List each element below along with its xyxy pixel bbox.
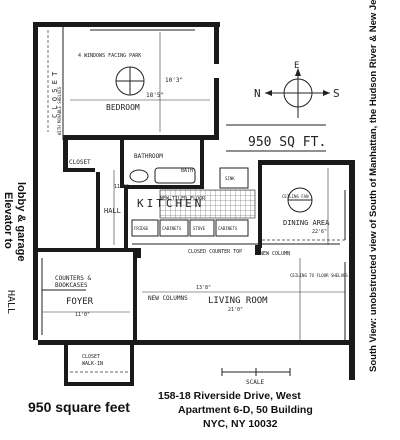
small-closet-west-wall xyxy=(63,140,68,172)
living-room-room xyxy=(137,245,346,345)
dining-north-wall xyxy=(262,160,354,165)
kitchen-west-wall xyxy=(124,189,128,249)
address-line-3: NYC, NY 10032 xyxy=(203,418,278,430)
column-2 xyxy=(255,245,261,255)
bedroom-north-wall xyxy=(33,22,220,27)
bedroom-dim-v: 10'3" xyxy=(165,77,183,84)
walk-in-closet-label: CLOSET xyxy=(82,354,100,360)
elevator-label-line1: Elevator to xyxy=(2,192,14,249)
bath-label: BATH xyxy=(181,168,193,174)
kitchen-east-wall xyxy=(258,160,262,248)
bookcases-label: BOOKCASES xyxy=(55,282,88,289)
kitchen-label: KITCHEN xyxy=(137,197,204,210)
bedroom-dim-h: 18'5" xyxy=(146,92,164,99)
cabinets-box-2 xyxy=(215,219,249,237)
bathroom-east-wall xyxy=(200,140,204,188)
bathtub-icon xyxy=(154,167,196,184)
hall-outer-label: HALL xyxy=(5,290,16,314)
toilet-icon xyxy=(129,169,149,183)
foyer-dim: 11'0" xyxy=(75,312,90,318)
living-dim-h: 21'0" xyxy=(228,307,243,313)
bedroom-south-wall xyxy=(63,135,219,140)
small-closet-south-wall xyxy=(63,168,95,172)
cabinets-box-1 xyxy=(159,219,189,237)
bedroom-east-wall-lower xyxy=(214,78,219,140)
south-wall xyxy=(38,340,354,345)
shelves-note: CEILING TO FLOOR SHELVES xyxy=(290,273,348,278)
foyer-north-wall xyxy=(38,248,136,252)
bedroom-east-wall-upper xyxy=(214,22,219,64)
foyer-east-wall xyxy=(133,248,137,343)
dining-area-label: DINING AREA xyxy=(283,219,330,227)
kitchen-dim: 11'0" xyxy=(114,184,129,190)
dining-dim: 22'6" xyxy=(312,229,327,235)
foyer-label: FOYER xyxy=(66,297,94,307)
bathroom-west-wall xyxy=(120,140,124,188)
bathroom-south-wall xyxy=(124,185,204,189)
compass-s: S xyxy=(333,87,340,100)
walk-in-south-wall xyxy=(64,382,134,386)
compass-rose-icon xyxy=(265,68,330,118)
new-columns-label: NEW COLUMNS xyxy=(148,295,188,302)
bathroom-room xyxy=(63,140,249,189)
appliance-stove: STOVE xyxy=(193,226,206,231)
counters-label: COUNTERS & xyxy=(55,275,92,282)
walk-in-west-wall xyxy=(64,345,68,385)
tiled-floor-area xyxy=(159,189,256,219)
bedroom-label: BEDROOM xyxy=(106,103,140,112)
hall-inner-label: HALL xyxy=(104,207,121,215)
sqft-stamp: 950 SQ FT. xyxy=(248,135,326,150)
new-column-label: NEW COLUMN xyxy=(260,251,290,257)
scale-bar xyxy=(221,368,291,376)
closet-vertical-label: C L O S E T xyxy=(51,71,59,118)
walk-in-closet-room xyxy=(64,345,134,386)
south-view-caption: South View: unobstructed view of South o… xyxy=(368,0,379,372)
counter-note: CLOSED COUNTER TOP xyxy=(188,249,242,255)
sink-label: SINK xyxy=(225,176,235,181)
west-wall xyxy=(33,22,38,340)
kitchen-room xyxy=(124,160,340,249)
elevator-label-line2: lobby & garage xyxy=(15,182,27,261)
bathroom-label: BATHROOM xyxy=(134,153,163,160)
scale-label: SCALE xyxy=(246,379,264,386)
compass-n: N xyxy=(254,87,261,100)
stove-box xyxy=(189,219,215,237)
bedroom-ceiling-fan-icon xyxy=(115,66,145,96)
living-dim-v: 13'8" xyxy=(196,285,211,291)
column-1 xyxy=(137,248,141,258)
kitchen-floor-note: NEW TILED FLOOR xyxy=(160,196,206,202)
dining-fan-label: CEILING FAN xyxy=(282,194,309,199)
living-room-label: LIVING ROOM xyxy=(208,296,268,306)
hall-east-wall xyxy=(96,172,100,248)
fridge-box xyxy=(131,219,159,237)
foyer-room xyxy=(38,248,137,343)
closet-note: WITH MOVABLE SHELVES xyxy=(57,86,62,135)
window-note: 4 WINDOWS FACING PARK xyxy=(78,53,141,59)
kitchen-sink-icon xyxy=(219,167,249,189)
appliance-fridge: FRIDGE xyxy=(134,226,149,231)
address-line-2: Apartment 6-D, 50 Building xyxy=(178,404,313,416)
appliance-cabinets-2: CABINETS xyxy=(218,226,238,231)
east-wall xyxy=(349,160,355,380)
walk-in-label: WALK-IN xyxy=(82,361,103,367)
dining-area-room xyxy=(262,160,355,380)
compass-e: E xyxy=(294,61,299,71)
bedroom-room: C L O S E T WITH MOVABLE SHELVES 4 WINDO… xyxy=(33,22,220,340)
walk-in-east-wall xyxy=(130,345,134,385)
appliance-cabinets-1: CABINETS xyxy=(162,226,182,231)
address-line-1: 158-18 Riverside Drive, West xyxy=(158,390,301,402)
square-feet-caption: 950 square feet xyxy=(28,399,130,415)
small-closet-label: CLOSET xyxy=(69,159,91,166)
